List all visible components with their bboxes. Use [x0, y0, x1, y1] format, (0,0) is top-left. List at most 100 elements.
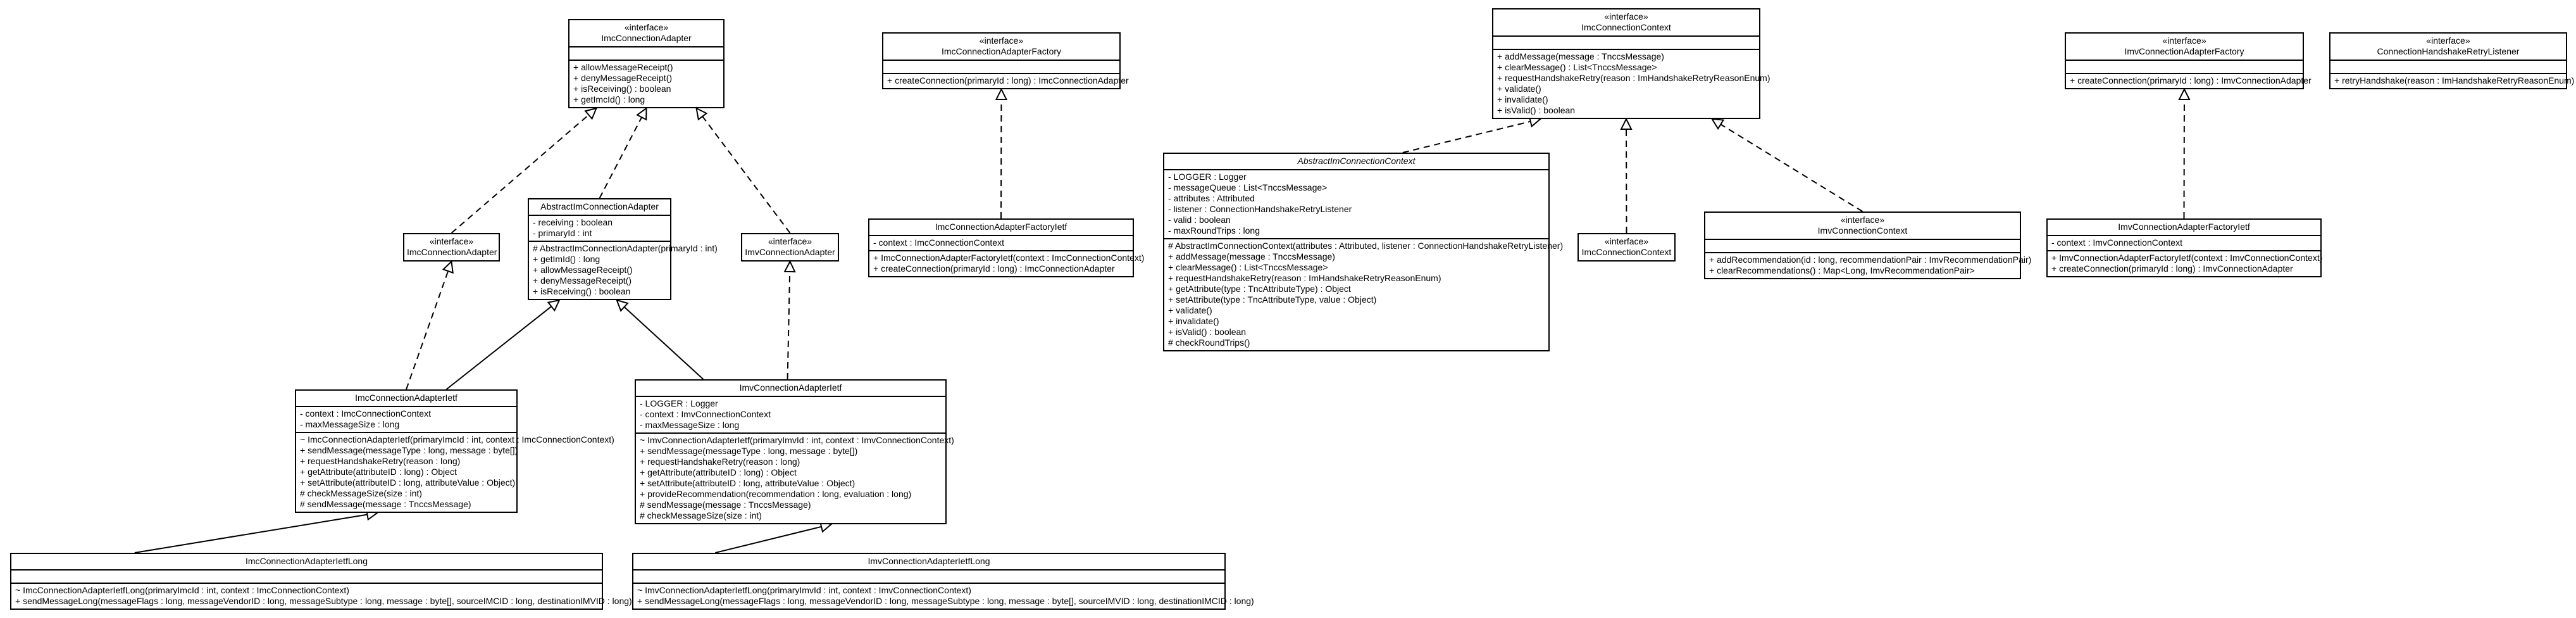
operation-row: + isValid() : boolean — [1168, 327, 1247, 337]
class-box-imc-connection-context-iface[interactable]: «interface»ImcConnectionContext — [1577, 233, 1676, 262]
class-name: AbstractImConnectionAdapter — [540, 201, 659, 211]
class-name: ImcConnectionAdapterIetf — [355, 393, 457, 403]
stereotype-label: «interface» — [2162, 35, 2206, 46]
class-box-imv-connection-adapter-ietf[interactable]: ImvConnectionAdapterIetf - LOGGER : Logge… — [635, 379, 954, 524]
operation-row: + validate() — [1497, 84, 1541, 94]
operation-row: + denyMessageReceipt() — [573, 73, 673, 83]
class-name: ImcConnectionAdapterIetfLong — [245, 556, 368, 566]
attribute-row: - maxRoundTrips : long — [1168, 225, 1260, 236]
class-name: ImcConnectionContext — [1581, 247, 1672, 257]
operation-row: + ImvConnectionAdapterFactoryIetf(contex… — [2051, 253, 2323, 263]
operation-row: # sendMessage(message : TnccsMessage) — [640, 500, 811, 510]
class-name: ImvConnectionAdapterIetf — [739, 382, 842, 393]
class-header: ImvConnectionAdapterFactoryIetf — [2048, 220, 2320, 236]
attributes-compartment: - LOGGER : Logger- context : ImvConnecti… — [636, 397, 945, 434]
attribute-row: - valid : boolean — [1168, 215, 1231, 225]
attribute-row: - messageQueue : List<TnccsMessage> — [1168, 182, 1328, 192]
class-box-imc-connection-adapter-factory-ietf[interactable]: ImcConnectionAdapterFactoryIetf- context… — [868, 218, 1145, 277]
operations-compartment: + addMessage(message : TnccsMessage)+ cl… — [1493, 50, 1770, 118]
operation-row: + requestHandshakeRetry(reason : ImHands… — [1497, 73, 1770, 83]
operation-row: # sendMessage(message : TnccsMessage) — [300, 499, 471, 509]
operation-row: + getAttribute(attributeID : long) : Obj… — [640, 467, 797, 477]
attributes-compartment — [569, 47, 723, 61]
class-box-imv-connection-adapter-ietf-long[interactable]: ImvConnectionAdapterIetfLong ~ ImvConnect… — [632, 553, 1254, 610]
attributes-compartment: - context : ImcConnectionContext — [869, 236, 1133, 251]
operation-row: # checkMessageSize(size : int) — [300, 488, 422, 498]
attributes-compartment — [2330, 61, 2566, 74]
realization-line — [702, 116, 791, 234]
operation-row: + sendMessage(messageType : long, messag… — [300, 445, 518, 455]
class-box-abstract-im-connection-adapter[interactable]: AbstractImConnectionAdapter- receiving :… — [528, 198, 718, 300]
attributes-compartment — [1493, 37, 1759, 50]
operation-row: + isReceiving() : boolean — [573, 84, 671, 94]
operation-row: + getImcId() : long — [573, 94, 645, 104]
class-box-abstract-im-connection-context[interactable]: AbstractImConnectionContext - LOGGER : Lo… — [1163, 153, 1563, 351]
class-header: «interface»ImcConnectionContext — [1493, 9, 1759, 37]
operations-compartment: ~ ImvConnectionAdapterIetfLong(primaryIm… — [633, 584, 1254, 609]
operations-compartment: ~ ImvConnectionAdapterIetf(primaryImvId … — [636, 434, 954, 523]
operation-row: + retryHandshake(reason : ImHandshakeRet… — [2334, 75, 2575, 85]
class-name: ImcConnectionContext — [1581, 22, 1671, 32]
class-box-imv-connection-adapter-factory-ietf[interactable]: ImvConnectionAdapterFactoryIetf- context… — [2046, 218, 2322, 277]
attribute-row: - context : ImvConnectionContext — [640, 409, 771, 419]
class-name: ConnectionHandshakeRetryListener — [2377, 46, 2520, 56]
class-box-imc-connection-adapter[interactable]: «interface»ImcConnectionAdapter + allowMe… — [568, 19, 725, 108]
class-header: «interface»ImcConnectionAdapter — [569, 20, 723, 47]
attribute-row: - maxMessageSize : long — [640, 420, 740, 430]
stereotype-label: «interface» — [768, 236, 812, 246]
operation-row: + setAttribute(attributeID : long, attri… — [640, 478, 856, 488]
attribute-row: - primaryId : int — [533, 228, 592, 238]
operations-compartment: # AbstractImConnectionContext(attributes… — [1164, 239, 1563, 350]
class-header: «interface»ConnectionHandshakeRetryListe… — [2330, 34, 2566, 61]
operation-row: + setAttribute(attributeID : long, attri… — [300, 477, 516, 488]
operation-row: + addRecommendation(id : long, recommend… — [1709, 255, 2032, 265]
hollow-arrowhead — [616, 299, 629, 312]
attributes-compartment: - context : ImvConnectionContext — [2048, 236, 2320, 251]
stereotype-label: «interface» — [1604, 236, 1649, 246]
class-box-imv-connection-adapter-factory[interactable]: «interface»ImvConnectionAdapterFactory + … — [2065, 32, 2312, 89]
operation-row: + getImId() : long — [533, 254, 600, 264]
operation-row: + denyMessageReceipt() — [533, 275, 632, 286]
class-name: ImvConnectionAdapterIetfLong — [868, 556, 990, 566]
class-box-imc-connection-context[interactable]: «interface»ImcConnectionContext + addMess… — [1492, 8, 1770, 119]
class-box-imc-connection-adapter-ietf-long[interactable]: ImcConnectionAdapterIetfLong~ ImcConnect… — [10, 553, 632, 610]
class-name: AbstractImConnectionContext — [1297, 156, 1416, 166]
class-box-imc-connection-adapter-ietf[interactable]: ImcConnectionAdapterIetf- context : ImcC… — [295, 389, 614, 513]
operation-row: + validate() — [1168, 305, 1212, 315]
operations-compartment: + allowMessageReceipt()+ denyMessageRece… — [569, 61, 723, 107]
attributes-compartment — [1705, 240, 2020, 253]
class-header: ImvConnectionAdapterIetfLong — [633, 554, 1224, 571]
hollow-arrowhead — [695, 107, 708, 121]
operations-compartment: + createConnection(primaryId : long) : I… — [2066, 74, 2312, 88]
operations-compartment: + ImcConnectionAdapterFactoryIetf(contex… — [869, 251, 1145, 276]
operation-row: + getAttribute(type : TncAttributeType) … — [1168, 284, 1351, 294]
stereotype-label: «interface» — [1840, 215, 1885, 225]
class-box-imv-connection-context[interactable]: «interface»ImvConnectionContext + addReco… — [1704, 211, 2032, 279]
operation-row: ~ ImvConnectionAdapterIetfLong(primaryIm… — [637, 585, 971, 595]
class-box-imv-connection-adapter-iface[interactable]: «interface»ImvConnectionAdapter — [741, 233, 839, 262]
operation-row: + invalidate() — [1168, 316, 1219, 326]
class-name: ImcConnectionAdapter — [601, 33, 692, 43]
class-header: «interface»ImcConnectionAdapterFactory — [883, 34, 1119, 61]
operation-row: + setAttribute(type : TncAttributeType, … — [1168, 294, 1377, 305]
operations-compartment: + addRecommendation(id : long, recommend… — [1705, 253, 2032, 278]
class-box-imc-connection-adapter-iface[interactable]: «interface»ImcConnectionAdapter — [403, 233, 500, 262]
operation-row: + isValid() : boolean — [1497, 105, 1576, 115]
class-header: «interface»ImvConnectionAdapter — [742, 234, 838, 260]
class-box-imc-connection-adapter-factory[interactable]: «interface»ImcConnectionAdapterFactory+ … — [882, 32, 1129, 89]
operation-row: + isReceiving() : boolean — [533, 286, 631, 296]
operation-row: + ImcConnectionAdapterFactoryIetf(contex… — [873, 253, 1145, 263]
realization-line — [1720, 123, 1864, 212]
stereotype-label: «interface» — [1604, 11, 1648, 22]
class-name: ImvConnectionContext — [1817, 225, 1908, 236]
attribute-row: - maxMessageSize : long — [300, 419, 400, 429]
stereotype-label: «interface» — [2426, 35, 2470, 46]
attributes-compartment: - LOGGER : Logger- messageQueue : List<T… — [1164, 170, 1548, 239]
operation-row: + getAttribute(attributeID : long) : Obj… — [300, 467, 457, 477]
class-box-connection-handshake-retry-listener[interactable]: «interface»ConnectionHandshakeRetryListe… — [2329, 32, 2575, 89]
operations-compartment: # AbstractImConnectionAdapter(primaryId … — [529, 242, 718, 299]
class-name: ImvConnectionAdapterFactory — [2124, 46, 2244, 56]
attributes-compartment — [883, 61, 1119, 74]
hollow-arrowhead — [1620, 117, 1633, 130]
operation-row: + clearMessage() : List<TnccsMessage> — [1168, 262, 1328, 272]
